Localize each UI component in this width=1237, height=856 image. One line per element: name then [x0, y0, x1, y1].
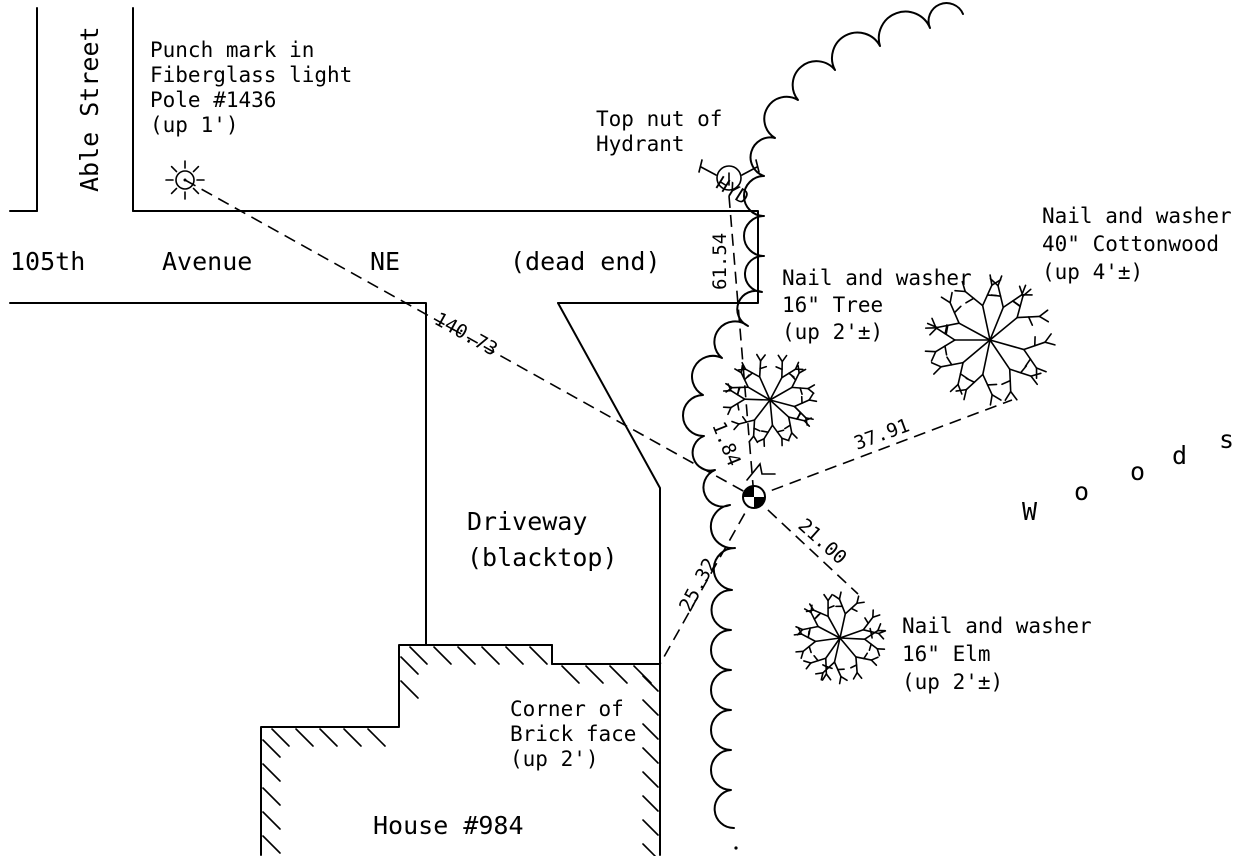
tree16-note-line2: 16" Tree	[782, 293, 883, 317]
control-point-icon	[742, 485, 766, 509]
tree-line	[682, 2, 964, 850]
avenue-south-edge-driveway-west	[9, 302, 661, 665]
line-to-elm	[753, 496, 859, 595]
cottonwood-note-line3: (up 4'±)	[1042, 260, 1143, 284]
woods-letter-d: d	[1172, 441, 1187, 470]
woods-letter-s: s	[1219, 425, 1234, 454]
cottonwood-tree-icon	[924, 274, 1056, 406]
avenue-label-105th: 105th	[10, 247, 85, 276]
driveway-surface-label: (blacktop)	[467, 543, 618, 572]
tree16-note-line3: (up 2'±)	[782, 320, 883, 344]
light-pole-icon	[165, 160, 205, 200]
hydrant-note-line1: Top nut of	[596, 107, 722, 131]
woods-letter-o1: o	[1074, 477, 1089, 506]
able-street-label: Able Street	[75, 26, 104, 192]
woods-letter-o2: o	[1130, 457, 1145, 486]
driveway-label: Driveway	[467, 507, 587, 536]
avenue-label-ne: NE	[370, 247, 400, 276]
house-hatching	[262, 646, 659, 856]
cottonwood-note-line1: Nail and washer	[1042, 204, 1232, 228]
driveway-east-edge	[557, 302, 661, 856]
line-to-brick	[659, 496, 755, 665]
hydrant-icon	[698, 159, 760, 191]
elm-note-line2: 16" Elm	[902, 642, 991, 666]
elm-note-line3: (up 2'±)	[902, 670, 1003, 694]
line-to-hydrant	[728, 195, 755, 498]
cottonwood-note-line2: 40" Cottonwood	[1042, 232, 1219, 256]
tree-nail-tick-icon	[746, 462, 776, 481]
light-pole-note-line4: (up 1')	[150, 113, 239, 137]
distance-brick: 25.32	[675, 555, 721, 616]
light-pole-note-line3: Pole #1436	[150, 88, 276, 112]
distance-hydrant: 61.54	[709, 233, 731, 290]
light-pole-note-line2: Fiberglass light	[150, 63, 352, 87]
distance-tree16: 1.84	[707, 419, 745, 470]
elm-note-line1: Nail and washer	[902, 614, 1092, 638]
tree-16-icon	[722, 353, 818, 448]
brick-note-line1: Corner of	[510, 697, 624, 721]
line-to-light-pole	[184, 179, 755, 498]
distance-light-pole: 140.73	[431, 308, 502, 361]
avenue-label-dead-end: (dead end)	[510, 247, 661, 276]
brick-note-line2: Brick face	[510, 722, 636, 746]
house-label: House #984	[373, 811, 524, 840]
line-to-cottonwood	[753, 399, 1013, 498]
hydrant-note-line2: Hydrant	[596, 132, 685, 156]
woods-letter-w: W	[1022, 497, 1038, 526]
avenue-label-avenue: Avenue	[162, 247, 252, 276]
elm-tree-icon	[793, 591, 887, 685]
tree16-note-line1: Nail and washer	[782, 266, 972, 290]
house-outline	[260, 644, 661, 856]
brick-note-line3: (up 2')	[510, 747, 599, 771]
light-pole-note-line1: Punch mark in	[150, 38, 314, 62]
